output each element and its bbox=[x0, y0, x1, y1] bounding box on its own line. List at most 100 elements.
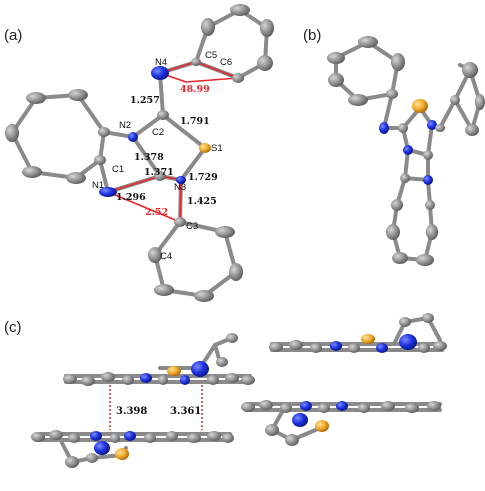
nitrogen-atom bbox=[330, 341, 342, 351]
torsion-angle-upper: 48.99 bbox=[180, 84, 210, 95]
carbon-atom bbox=[215, 226, 235, 238]
carbon-atom bbox=[328, 73, 344, 87]
carbon-atom bbox=[381, 401, 395, 411]
carbon-atom bbox=[318, 403, 330, 413]
panel-b-atoms bbox=[327, 36, 485, 266]
carbon-atom bbox=[450, 95, 460, 105]
stacking-distance-left: 3.398 bbox=[116, 406, 147, 417]
carbon-atom bbox=[207, 375, 219, 385]
carbon-atom bbox=[241, 402, 255, 412]
bond-length-n4-c2: 1.257 bbox=[130, 95, 160, 106]
carbon-atom-c2 bbox=[157, 110, 169, 120]
atom-label-n1: N1 bbox=[92, 180, 104, 191]
carbon-atom bbox=[398, 123, 408, 133]
sulfur-atom bbox=[361, 334, 375, 344]
carbon-atom bbox=[425, 200, 435, 210]
atom-label-n4: N4 bbox=[155, 57, 167, 68]
bond-length-c1-n1: 1.296 bbox=[116, 192, 146, 203]
carbon-atom bbox=[399, 317, 411, 327]
nitrogen-atom bbox=[300, 401, 312, 411]
nitrogen-atom bbox=[140, 373, 152, 383]
upper-phenyl-ring bbox=[157, 8, 269, 83]
carbon-atom bbox=[144, 433, 156, 443]
bond-length-n2-c1: 1.378 bbox=[134, 152, 164, 163]
carbon-atom bbox=[122, 375, 134, 385]
carbon-atom bbox=[426, 224, 438, 240]
torsion-angle-lower: 2.52 bbox=[145, 207, 168, 218]
carbon-atom bbox=[260, 19, 274, 37]
atom-label-c5: C5 bbox=[205, 50, 217, 61]
carbon-atom bbox=[462, 62, 478, 78]
panel-b-left-phenyl bbox=[334, 40, 400, 130]
carbon-atom bbox=[423, 150, 433, 160]
carbon-atom bbox=[422, 313, 434, 323]
carbon-atom bbox=[386, 89, 398, 99]
carbon-atom bbox=[201, 18, 215, 36]
carbon-atom bbox=[98, 127, 110, 137]
carbon-atom bbox=[465, 124, 479, 136]
panel-label-a: (a) bbox=[4, 27, 22, 44]
stacking-distance-right: 3.361 bbox=[170, 406, 201, 417]
carbon-atom bbox=[327, 52, 345, 64]
carbon-atom bbox=[66, 172, 86, 184]
atom-labels: N4 C5 C6 N2 C2 S1 C1 N1 N3 C3 C4 bbox=[92, 50, 232, 262]
carbon-atom-c5 bbox=[191, 58, 201, 66]
nitrogen-atom bbox=[403, 145, 413, 155]
carbon-atom bbox=[65, 456, 79, 468]
carbon-atom bbox=[194, 290, 214, 302]
carbon-atom bbox=[391, 53, 405, 71]
nitrogen-atom bbox=[94, 441, 110, 455]
carbon-atom bbox=[386, 224, 400, 240]
carbon-atom bbox=[86, 453, 98, 463]
nitrogen-atom bbox=[399, 334, 417, 350]
atom-label-c4: C4 bbox=[160, 251, 172, 262]
panel-label-c: (c) bbox=[4, 319, 22, 336]
nitrogen-atom bbox=[90, 431, 102, 441]
stack-left-lower-molecule bbox=[31, 430, 234, 468]
nitrogen-atom bbox=[180, 375, 190, 385]
atom-label-s1: S1 bbox=[211, 143, 223, 154]
panel-label-b: (b) bbox=[303, 27, 321, 44]
atom-label-c1: C1 bbox=[112, 164, 124, 175]
carbon-atom bbox=[230, 4, 250, 16]
carbon-atom bbox=[5, 124, 19, 142]
carbon-atom bbox=[158, 375, 168, 385]
carbon-atom-c4 bbox=[148, 247, 162, 263]
atom-label-n2: N2 bbox=[119, 120, 131, 131]
carbon-atom bbox=[259, 400, 273, 410]
atom-label-c3: C3 bbox=[186, 221, 198, 232]
carbon-atom bbox=[225, 373, 239, 383]
carbon-atom-c3 bbox=[174, 217, 186, 227]
carbon-atom bbox=[222, 433, 234, 443]
carbon-atom bbox=[348, 343, 360, 353]
panel-a: (a) bbox=[4, 4, 274, 302]
carbon-atom bbox=[241, 375, 255, 385]
carbon-atom bbox=[26, 92, 46, 104]
carbon-atom bbox=[475, 94, 485, 110]
atom-label-n3: N3 bbox=[174, 182, 186, 193]
bond-length-c2-s1: 1.791 bbox=[180, 116, 210, 127]
carbon-atom bbox=[68, 433, 80, 443]
carbon-atom-c1 bbox=[154, 171, 166, 181]
carbon-atom bbox=[187, 433, 201, 443]
sulfur-atom bbox=[315, 420, 329, 432]
carbon-atom bbox=[289, 340, 303, 350]
carbon-atom bbox=[391, 199, 403, 211]
carbon-atom-c6 bbox=[232, 73, 244, 83]
carbon-atom bbox=[358, 36, 378, 48]
nitrogen-atom bbox=[423, 175, 433, 185]
carbon-atom bbox=[348, 94, 368, 106]
carbon-atom bbox=[433, 341, 447, 351]
nitrogen-atom bbox=[379, 122, 389, 134]
carbon-atom bbox=[310, 343, 322, 353]
nitrogen-atom bbox=[292, 413, 308, 427]
benzimidazole-benzene-ring bbox=[10, 93, 106, 180]
carbon-atom bbox=[31, 432, 45, 442]
nitrogen-atom bbox=[191, 361, 209, 377]
carbon-atom bbox=[229, 263, 243, 281]
sulfur-atom bbox=[412, 99, 428, 113]
sulfur-atom bbox=[115, 448, 129, 460]
carbon-atom bbox=[94, 155, 106, 165]
bond-length-labels: 1.257 1.791 1.378 1.371 1.729 1.296 1.42… bbox=[116, 95, 218, 207]
